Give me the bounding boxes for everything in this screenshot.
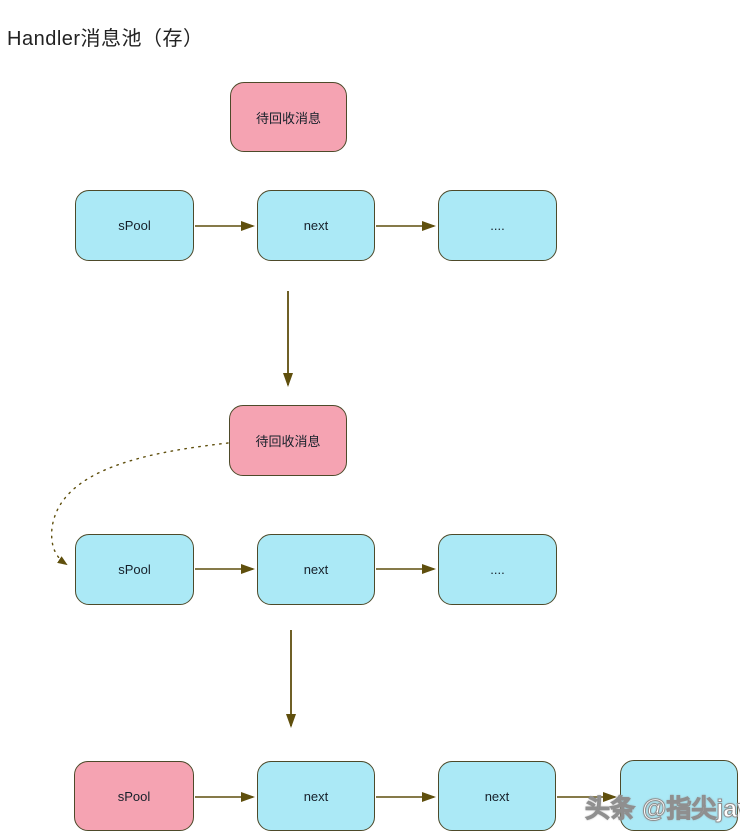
node-stage3-next2: next — [438, 761, 556, 831]
node-stage3-last — [620, 760, 738, 831]
node-label: .... — [490, 562, 505, 577]
node-stage1-next: next — [257, 190, 375, 261]
node-recycle-message-1: 待回收消息 — [230, 82, 347, 152]
node-label: sPool — [117, 788, 151, 804]
node-stage3-next1: next — [257, 761, 375, 831]
node-stage1-dots: .... — [438, 190, 557, 261]
node-label: next — [303, 562, 329, 577]
node-label: next — [303, 788, 329, 804]
watermark: 头条 @指尖java — [585, 795, 740, 824]
node-stage1-spool: sPool — [75, 190, 194, 261]
node-label: .... — [490, 218, 505, 233]
node-stage2-dots: .... — [438, 534, 557, 605]
page-title: Handler消息池（存） — [7, 28, 204, 50]
node-label: next — [303, 218, 329, 233]
node-label: 待回收消息 — [255, 110, 321, 126]
node-label: next — [484, 788, 510, 804]
node-stage2-spool: sPool — [75, 534, 194, 605]
node-label: sPool — [118, 562, 151, 577]
node-stage3-spool: sPool — [74, 761, 194, 831]
arrow-recycle-to-spool-dotted — [50, 442, 229, 566]
node-label: sPool — [118, 218, 151, 233]
node-recycle-message-2: 待回收消息 — [229, 405, 347, 476]
node-label: 待回收消息 — [255, 434, 321, 449]
node-stage2-next: next — [257, 534, 375, 605]
